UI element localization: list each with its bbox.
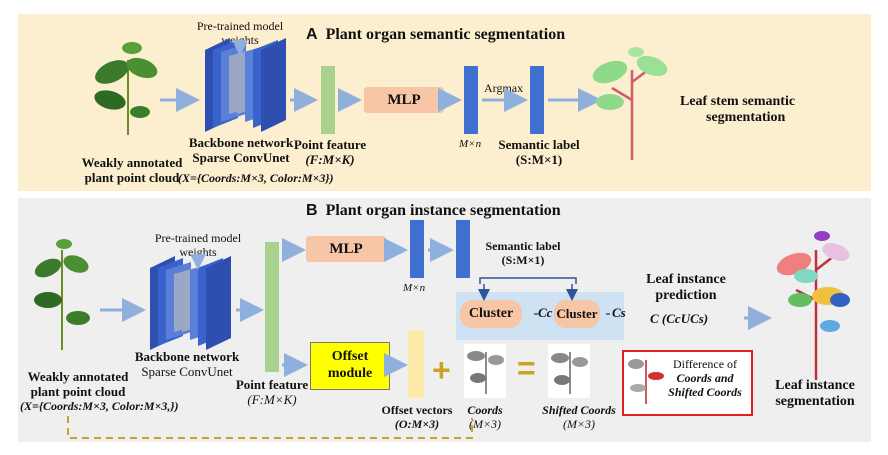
- mxn-label-a: M×n: [459, 138, 482, 150]
- output-label-a: Leaf stem semantic segmentation: [680, 94, 795, 126]
- point-feature-label-a: Point feature (F:M×K): [290, 137, 370, 168]
- coords-label: Coords (M×3): [460, 403, 510, 432]
- pretrained-b-line-1: Pre-trained model: [154, 231, 242, 245]
- backbone-network-icon-a: [205, 38, 286, 132]
- output-b-line-2: segmentation: [775, 394, 855, 410]
- lip-line-1: Leaf instance: [646, 272, 726, 287]
- difference-highlight-box: [622, 350, 753, 416]
- input-label-b: Weakly annotated plant point cloud: [18, 369, 138, 400]
- panel-b-letter: B: [306, 202, 318, 219]
- mlp-box-a: MLP: [364, 87, 444, 113]
- ov-line-2: (O:M×3): [394, 416, 440, 431]
- sc-line-1: Shifted Coords: [542, 403, 616, 417]
- offset-vectors-label: Offset vectors (O:M×3): [372, 403, 462, 432]
- panel-a-title: A Plant organ semantic segmentation: [306, 26, 565, 44]
- backbone-b-line-2: Sparse ConvUnet: [141, 363, 233, 379]
- backbone-network-icon-b: [150, 256, 231, 350]
- panel-a-letter: A: [306, 26, 318, 43]
- coords-line-2: (M×3): [468, 416, 502, 431]
- plant-icon-a: [94, 42, 158, 135]
- input-b-line-1: Weakly annotated: [27, 369, 129, 384]
- pretrained-b-line-2: weights: [179, 244, 217, 259]
- cluster-box-cc: Cluster: [460, 300, 522, 328]
- semantic-label-b-line-1: Semantic label: [485, 239, 561, 253]
- point-feature-label-b: Point feature (F:M×K): [232, 377, 312, 408]
- point-feature-b-line-1: Point feature: [235, 377, 309, 392]
- equals-sign: =: [517, 350, 536, 386]
- backbone-label-b: Backbone network Sparse ConvUnet: [122, 349, 252, 380]
- semantic-to-cluster-connector: [478, 277, 610, 315]
- semantic-label-line-1: Semantic label: [498, 137, 580, 152]
- semantic-label-line-2: (S:M×1): [515, 151, 563, 167]
- input-b-line-2: plant point cloud: [30, 383, 126, 399]
- plant-icon-b: [34, 239, 90, 350]
- semantic-label-text-a: Semantic label (S:M×1): [494, 137, 584, 168]
- pretrained-weights-label-b: Pre-trained model weights: [150, 231, 246, 260]
- coords-plant-thumbnail: [464, 344, 506, 398]
- input-formula-a: (X={Coords:M×3, Color:M×3}): [178, 171, 334, 185]
- input-label-a: Weakly annotated plant point cloud: [72, 155, 192, 186]
- output-a-line-1: Leaf stem semantic: [680, 94, 796, 109]
- point-feature-line-2: (F:M×K): [305, 151, 355, 167]
- pretrained-line-1: Pre-trained model: [196, 19, 284, 33]
- point-feature-bar-b: [265, 242, 279, 372]
- shifted-coords-plant-thumbnail: [548, 344, 590, 398]
- input-formula-b: (X={Coords:M×3, Color:M×3,}): [20, 399, 179, 413]
- semantic-label-bar-a: [530, 66, 544, 134]
- mxn-label-b: M×n: [403, 282, 426, 294]
- input-line-2: plant point cloud: [84, 169, 180, 185]
- panel-b-arrows: [100, 238, 772, 377]
- point-feature-bar-a: [321, 66, 335, 134]
- semantic-label-b-line-2: (S:M×1): [501, 252, 545, 267]
- cc-label: Cc: [538, 305, 553, 320]
- difference-plant-icon: [628, 359, 664, 404]
- mxn-bar-a: [464, 66, 478, 134]
- ov-line-1: Offset vectors: [381, 403, 453, 417]
- difference-label: Difference of Coords and Shifted Coords: [664, 357, 746, 399]
- leaf-stem-output-plant-icon: [592, 47, 668, 160]
- point-feature-b-line-2: (F:M×K): [247, 391, 297, 407]
- cluster-box-cs-visible: Cluster: [554, 300, 600, 328]
- backbone-line-1: Backbone network: [188, 135, 294, 150]
- offset-module-box: Offset module: [310, 342, 390, 390]
- offset-line-2: module: [327, 366, 373, 381]
- dashed-feedback-line: [67, 416, 473, 439]
- c-formula: C (CcUCs): [650, 311, 709, 326]
- lip-line-2: prediction: [655, 288, 717, 304]
- sc-line-2: (M×3): [562, 416, 596, 431]
- backbone-b-line-1: Backbone network: [134, 349, 240, 364]
- coords-line-1: Coords: [467, 403, 503, 417]
- semantic-label-text-b: Semantic label (S:M×1): [478, 239, 568, 268]
- semantic-label-bar-b: [456, 220, 470, 278]
- input-line-1: Weakly annotated: [81, 155, 183, 170]
- output-a-line-2: segmentation: [706, 110, 786, 126]
- shifted-coords-label: Shifted Coords (M×3): [534, 403, 624, 432]
- panel-a-title-text: Plant organ semantic segmentation: [325, 26, 566, 43]
- backbone-line-2: Sparse ConvUnet: [192, 149, 290, 165]
- point-feature-line-1: Point feature: [293, 137, 367, 152]
- leaf-instance-prediction-label: Leaf instance prediction: [636, 272, 736, 304]
- mxn-bar-b: [410, 220, 424, 278]
- plus-sign: +: [432, 352, 451, 388]
- backbone-label-a: Backbone network Sparse ConvUnet: [176, 135, 306, 166]
- output-label-b: Leaf instance segmentation: [760, 378, 870, 410]
- panel-b-title: B Plant organ instance segmentation: [306, 202, 561, 220]
- diff-line-2: Coords and: [676, 370, 734, 385]
- output-b-line-1: Leaf instance: [775, 378, 855, 393]
- offset-line-1: Offset: [331, 349, 369, 365]
- mlp-box-b: MLP: [306, 236, 386, 262]
- diff-line-1: Difference of: [672, 357, 738, 371]
- leaf-instance-output-plant-icon: [776, 231, 850, 380]
- diff-line-3: Shifted Coords: [668, 384, 742, 399]
- panel-b-title-text: Plant organ instance segmentation: [325, 202, 561, 219]
- cs-label: Cs: [612, 305, 626, 320]
- offset-vectors-bar: [408, 330, 424, 398]
